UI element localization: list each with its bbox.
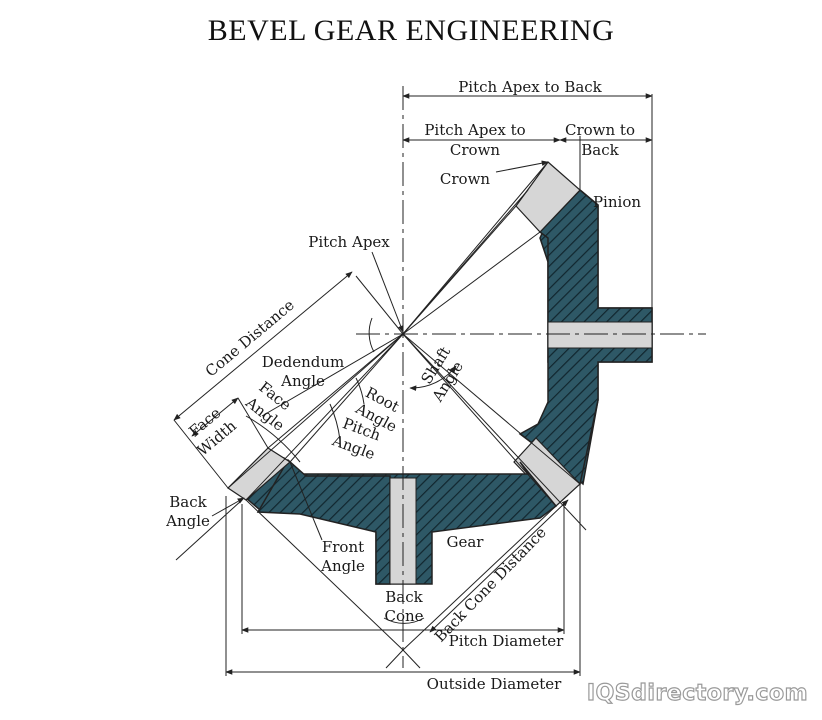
label-back-angle-2: Angle [165,512,210,530]
label-dedendum-angle: Angle [280,372,325,390]
label-crown: Crown [440,170,491,188]
pinion-body [513,161,653,507]
label-crown-to-back-1: Crown to [565,121,635,139]
page-title: BEVEL GEAR ENGINEERING [207,14,615,47]
watermark-text: IQSdirectory.com [587,681,808,706]
label-pitch-apex: Pitch Apex [308,233,390,251]
label-dedendum: Dedendum [262,353,345,371]
label-front-angle-2: Angle [320,557,365,575]
label-pitch-diameter: Pitch Diameter [449,632,565,650]
label-back-cone-2: Cone [384,607,423,625]
label-crown-to-back-2: Back [581,141,619,159]
label-pitch-apex-to-crown-2: Crown [450,141,501,159]
label-front-angle-1: Front [322,538,364,556]
label-back-cone-1: Back [385,588,423,606]
label-gear: Gear [447,533,485,551]
label-outside-diameter: Outside Diameter [427,675,563,693]
label-pitch-apex-to-crown-1: Pitch Apex to [424,121,525,139]
watermark: IQSdirectory.com [586,680,808,706]
label-pinion: Pinion [593,193,641,211]
construction-lines [173,86,706,676]
label-back-angle-1: Back [169,493,207,511]
label-pitch-apex-to-back: Pitch Apex to Back [458,78,602,96]
